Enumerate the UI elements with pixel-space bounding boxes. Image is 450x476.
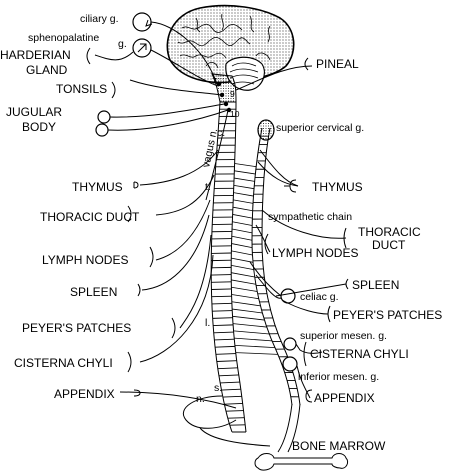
- cord-segment: [213, 331, 234, 334]
- ramus: [234, 344, 275, 349]
- label-seg-t: t.: [205, 181, 211, 193]
- ramus: [231, 250, 253, 256]
- label-peyers-left: PEYER'S PATCHES: [22, 321, 131, 335]
- label-thoracic: THORACIC: [358, 225, 421, 239]
- ramus: [231, 257, 254, 263]
- nerve-lines-right: [235, 65, 349, 471]
- label-sphenopalatine: sphenopalatine: [28, 32, 99, 44]
- label-thymus-left: THYMUS: [72, 180, 123, 194]
- label-ciliary: ciliary g.: [80, 13, 119, 25]
- label-cn10: 10: [230, 109, 240, 119]
- spinal-cord: [210, 81, 247, 433]
- label-n: n.: [196, 393, 205, 405]
- ramus: [233, 330, 270, 335]
- label-pineal: PINEAL: [316, 57, 359, 71]
- ciliary-ganglion: [132, 12, 152, 32]
- label-celiac: celiac g.: [300, 291, 339, 303]
- ramus: [232, 308, 263, 314]
- cord-segment: [212, 310, 233, 312]
- label-cisterna-right: CISTERNA CHYLI: [310, 347, 409, 361]
- ramus: [234, 163, 257, 168]
- label-appendix-left: APPENDIX: [54, 387, 115, 401]
- cord-segment: [216, 360, 237, 362]
- label-bone-marrow: BONE MARROW: [292, 439, 386, 453]
- nerve-lines-left: [94, 21, 271, 447]
- label-body: BODY: [22, 120, 56, 134]
- brain: [166, 4, 295, 103]
- label-seg-s: s.: [214, 382, 222, 394]
- label-sympathetic-chain: sympathetic chain: [268, 211, 352, 223]
- ramus: [232, 315, 265, 321]
- ramus: [231, 235, 253, 241]
- label-lymph-nodes-left: LYMPH NODES: [42, 253, 128, 267]
- ramus: [232, 206, 253, 212]
- cord-segment: [214, 338, 235, 341]
- ramus: [231, 272, 255, 278]
- ramus: [233, 323, 267, 328]
- cord-segment: [218, 374, 239, 377]
- ramus: [231, 264, 254, 271]
- ramus: [234, 177, 255, 182]
- label-superior-cervical: superior cervical g.: [276, 122, 364, 134]
- ramus: [233, 184, 255, 190]
- ramus: [234, 337, 273, 342]
- inferior-mesenteric-ganglion: [282, 356, 298, 372]
- jugular-ganglion-2: [95, 123, 109, 137]
- cord-segment: [213, 324, 234, 327]
- cord-segment: [215, 345, 236, 348]
- cord-segment: [211, 281, 232, 283]
- cord-segment: [227, 417, 245, 419]
- ramus: [232, 221, 253, 226]
- ramus: [231, 243, 253, 249]
- brackets: [86, 47, 349, 403]
- label-lymph-nodes-right: LYMPH NODES: [272, 246, 358, 260]
- label-appendix-right: APPENDIX: [314, 391, 375, 405]
- labels: ciliary g. sphenopalatine g. HARDERIAN G…: [0, 13, 442, 453]
- label-inferior-mesen: inferior mesen. g.: [298, 371, 379, 383]
- cord-segment: [220, 381, 240, 384]
- label-peyers-right: PEYER'S PATCHES: [333, 308, 442, 322]
- ramus: [233, 192, 254, 197]
- label-cisterna-left: CISTERNA CHYLI: [14, 356, 113, 370]
- label-tonsils: TONSILS: [56, 82, 107, 96]
- label-superior-mesen: superior mesen. g.: [300, 330, 387, 342]
- label-harderian: HARDERIAN: [0, 48, 71, 62]
- cord-segment: [211, 302, 232, 305]
- label-thymus-right: THYMUS: [312, 180, 363, 194]
- cord-segment: [211, 295, 232, 298]
- cord-segment: [224, 402, 243, 405]
- ramus: [235, 352, 278, 355]
- cord-segment: [225, 410, 244, 412]
- superior-mesenteric-ganglion: [283, 337, 297, 351]
- ramus: [233, 199, 254, 204]
- cord-segment: [212, 317, 233, 319]
- label-seg-l: l.: [205, 317, 210, 329]
- ramus: [231, 279, 256, 285]
- label-gland: GLAND: [26, 63, 68, 77]
- cord-segment: [217, 367, 238, 370]
- label-cn7: 7: [212, 76, 217, 86]
- label-jugular: JUGULAR: [6, 105, 62, 119]
- label-spleen-left: SPLEEN: [70, 285, 117, 299]
- cord-segment: [222, 395, 242, 398]
- ramus: [231, 301, 261, 307]
- label-duct: DUCT: [372, 238, 406, 252]
- label-spleen-right: SPLEEN: [352, 278, 399, 292]
- label-thoracic-duct-left: THORACIC DUCT: [40, 210, 140, 224]
- label-cn9: 9: [230, 89, 235, 99]
- cord-segment: [211, 288, 232, 290]
- cord-segment: [215, 353, 236, 355]
- ramus: [234, 170, 256, 175]
- label-seg-c: c.: [217, 127, 225, 139]
- cord-segment: [221, 388, 241, 391]
- ramus: [231, 286, 258, 292]
- label-g: g.: [118, 38, 127, 50]
- jugular-ganglion-1: [97, 110, 111, 124]
- ramus: [232, 214, 253, 219]
- ramus: [231, 228, 253, 234]
- ramus: [231, 294, 259, 300]
